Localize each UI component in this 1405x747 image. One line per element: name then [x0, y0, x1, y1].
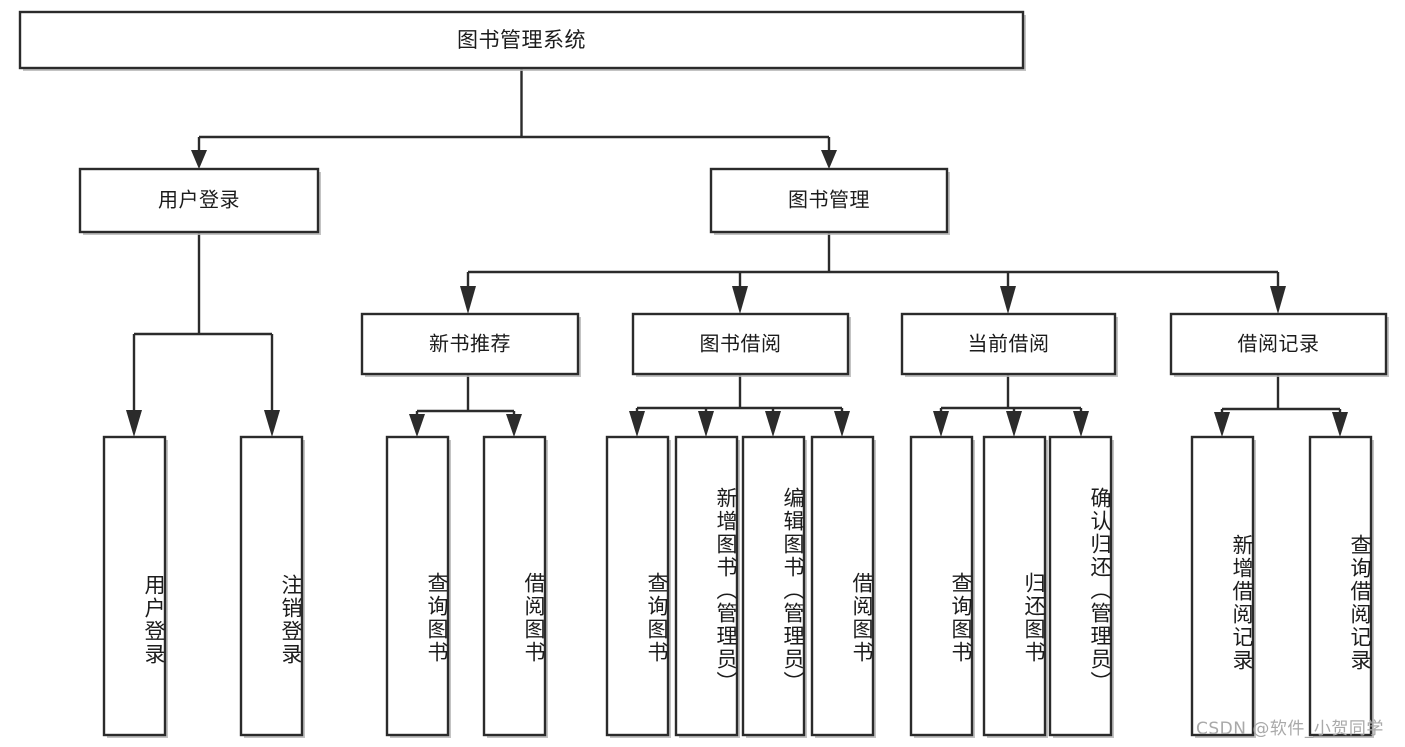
box-outline — [1048, 435, 1113, 737]
box-outline — [1190, 435, 1255, 737]
edge-root-to-level2 — [191, 68, 837, 169]
node-current-borrow[interactable]: 当前借阅 — [900, 312, 1118, 377]
box-outline — [482, 435, 547, 737]
node-label: 新书推荐 — [429, 332, 511, 356]
arrow-head-icon — [1214, 412, 1230, 437]
box-outline — [810, 435, 875, 737]
node-label: 借阅记录 — [1238, 332, 1320, 356]
leaf-box-query-book-2[interactable] — [605, 435, 671, 738]
leaf-box-query-book-1[interactable] — [385, 435, 451, 738]
node-book-borrow[interactable]: 图书借阅 — [631, 312, 851, 377]
arrow-head-icon — [191, 150, 207, 169]
leaf-box-query-book-3[interactable] — [909, 435, 975, 738]
box-outline — [239, 435, 304, 737]
edge-borrowbook-to-leaves — [629, 374, 850, 437]
box-outline — [709, 167, 949, 234]
box-outline — [741, 435, 806, 737]
leaf-box-return-book[interactable] — [982, 435, 1048, 738]
box-outline — [909, 435, 974, 737]
box-outline — [18, 10, 1025, 70]
leaf-box-borrow-book-2[interactable] — [810, 435, 876, 738]
box-outline — [674, 435, 739, 737]
leaf-box-edit-book-admin[interactable] — [741, 435, 807, 738]
box-outline — [102, 435, 167, 737]
arrow-head-icon — [264, 410, 280, 437]
leaf-box-query-borrow-record[interactable] — [1308, 435, 1374, 738]
node-label: 图书借阅 — [700, 332, 782, 356]
node-label: 图书管理 — [788, 188, 870, 212]
edge-newbook-to-leaves — [409, 374, 522, 437]
node-book-management[interactable]: 图书管理 — [709, 167, 950, 235]
box-outline — [982, 435, 1047, 737]
arrow-head-icon — [506, 414, 522, 437]
arrow-head-icon — [460, 286, 476, 314]
edge-userlogin-to-leaves — [126, 232, 280, 437]
leaf-box-confirm-return-admin[interactable] — [1048, 435, 1114, 738]
box-outline — [1308, 435, 1373, 737]
arrow-head-icon — [1006, 411, 1022, 437]
arrow-head-icon — [1332, 412, 1348, 437]
edge-borrowrecord-to-leaves — [1214, 374, 1348, 437]
box-outline — [385, 435, 450, 737]
leaf-box-add-borrow-record[interactable] — [1190, 435, 1256, 738]
leaf-box-borrow-book-1[interactable] — [482, 435, 548, 738]
node-label: 用户登录 — [158, 188, 240, 212]
arrow-head-icon — [409, 414, 425, 437]
box-outline — [631, 312, 850, 376]
node-root-system[interactable]: 图书管理系统 — [18, 10, 1026, 71]
arrow-head-icon — [834, 411, 850, 437]
box-outline — [605, 435, 670, 737]
edge-bookmgmt-to-level3 — [460, 232, 1286, 314]
box-outline — [78, 167, 320, 234]
leaf-box-add-book-admin[interactable] — [674, 435, 740, 738]
arrow-head-icon — [1270, 286, 1286, 314]
leaf-box-user-login[interactable] — [102, 435, 168, 738]
node-layer: 图书管理系统 用户登录 图书管理 新书推荐 — [18, 10, 1389, 738]
node-label: 当前借阅 — [968, 332, 1050, 356]
csdn-watermark: CSDN @软件_小贺同学 — [1196, 719, 1384, 739]
box-outline — [360, 312, 580, 376]
box-outline — [900, 312, 1117, 376]
arrow-head-icon — [821, 150, 837, 169]
arrow-head-icon — [1000, 286, 1016, 314]
node-user-login[interactable]: 用户登录 — [78, 167, 321, 235]
node-new-book-recommend[interactable]: 新书推荐 — [360, 312, 581, 377]
node-borrow-record[interactable]: 借阅记录 — [1169, 312, 1389, 377]
leaf-box-logout[interactable] — [239, 435, 305, 738]
node-label: 图书管理系统 — [457, 28, 586, 52]
box-outline — [1169, 312, 1388, 376]
arrow-head-icon — [126, 410, 142, 437]
connector-layer — [126, 68, 1348, 437]
arrow-head-icon — [698, 411, 714, 437]
arrow-head-icon — [732, 286, 748, 314]
arrow-head-icon — [933, 411, 949, 437]
arrow-head-icon — [629, 411, 645, 437]
edge-currentborrow-to-leaves — [933, 374, 1089, 437]
arrow-head-icon — [1073, 411, 1089, 437]
arrow-head-icon — [765, 411, 781, 437]
